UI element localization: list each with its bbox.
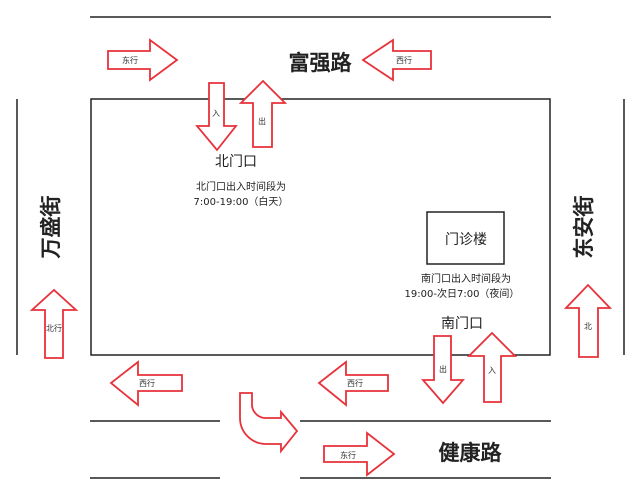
road-lines	[16, 16, 625, 479]
westbound-arrow-south-road-right: 西行	[317, 360, 389, 407]
northbound-arrow-east-label: 北	[584, 322, 592, 331]
eastbound-arrow-south-road: 东行	[323, 431, 396, 477]
outpatient-building-label: 门诊楼	[445, 232, 487, 248]
u-turn-arrow	[239, 392, 299, 454]
eastbound-arrow-north-label: 东行	[122, 55, 138, 65]
westbound-arrow-south-left-label: 西行	[139, 378, 155, 388]
north-gate-in-arrow: 入	[195, 82, 238, 152]
northbound-arrow-west-label: 北行	[46, 323, 62, 333]
westbound-arrow-south-road-left: 西行	[109, 360, 183, 407]
westbound-arrow-north-label: 西行	[396, 55, 412, 65]
westbound-arrow-south-right-label: 西行	[347, 378, 363, 388]
south-gate-in-label: 入	[488, 366, 496, 375]
outpatient-building	[426, 211, 505, 265]
south-gate-hours: 19:00-次日7:00（夜间）	[405, 287, 520, 300]
south-gate-hours-label: 南门口出入时间段为	[421, 272, 511, 285]
east-road-name: 东安街	[572, 196, 596, 259]
north-road-name: 富强路	[289, 51, 353, 75]
north-gate-name: 北门口	[215, 154, 257, 170]
south-road-name: 健康路	[439, 441, 503, 465]
south-gate-out-label: 出	[439, 364, 447, 374]
north-gate-out-arrow: 出	[238, 79, 288, 148]
west-road-name: 万盛街	[39, 196, 63, 260]
northbound-arrow-west-road: 北行	[29, 288, 79, 359]
south-gate-in-arrow: 入	[466, 331, 518, 403]
north-gate-out-label: 出	[258, 116, 266, 126]
hospital-site-boundary	[90, 98, 551, 356]
north-gate-hours-label: 北门口出入时间段为	[196, 180, 286, 193]
south-gate-out-arrow: 出	[421, 335, 465, 405]
westbound-arrow-north-road: 西行	[361, 38, 432, 82]
eastbound-arrow-south-label: 东行	[340, 450, 356, 460]
northbound-arrow-east-road: 北	[563, 283, 613, 358]
north-gate-hours: 7:00-19:00（白天）	[194, 195, 289, 208]
eastbound-arrow-north-road: 东行	[107, 38, 179, 82]
south-gate-name: 南门口	[441, 316, 483, 332]
north-gate-in-label: 入	[212, 109, 220, 118]
